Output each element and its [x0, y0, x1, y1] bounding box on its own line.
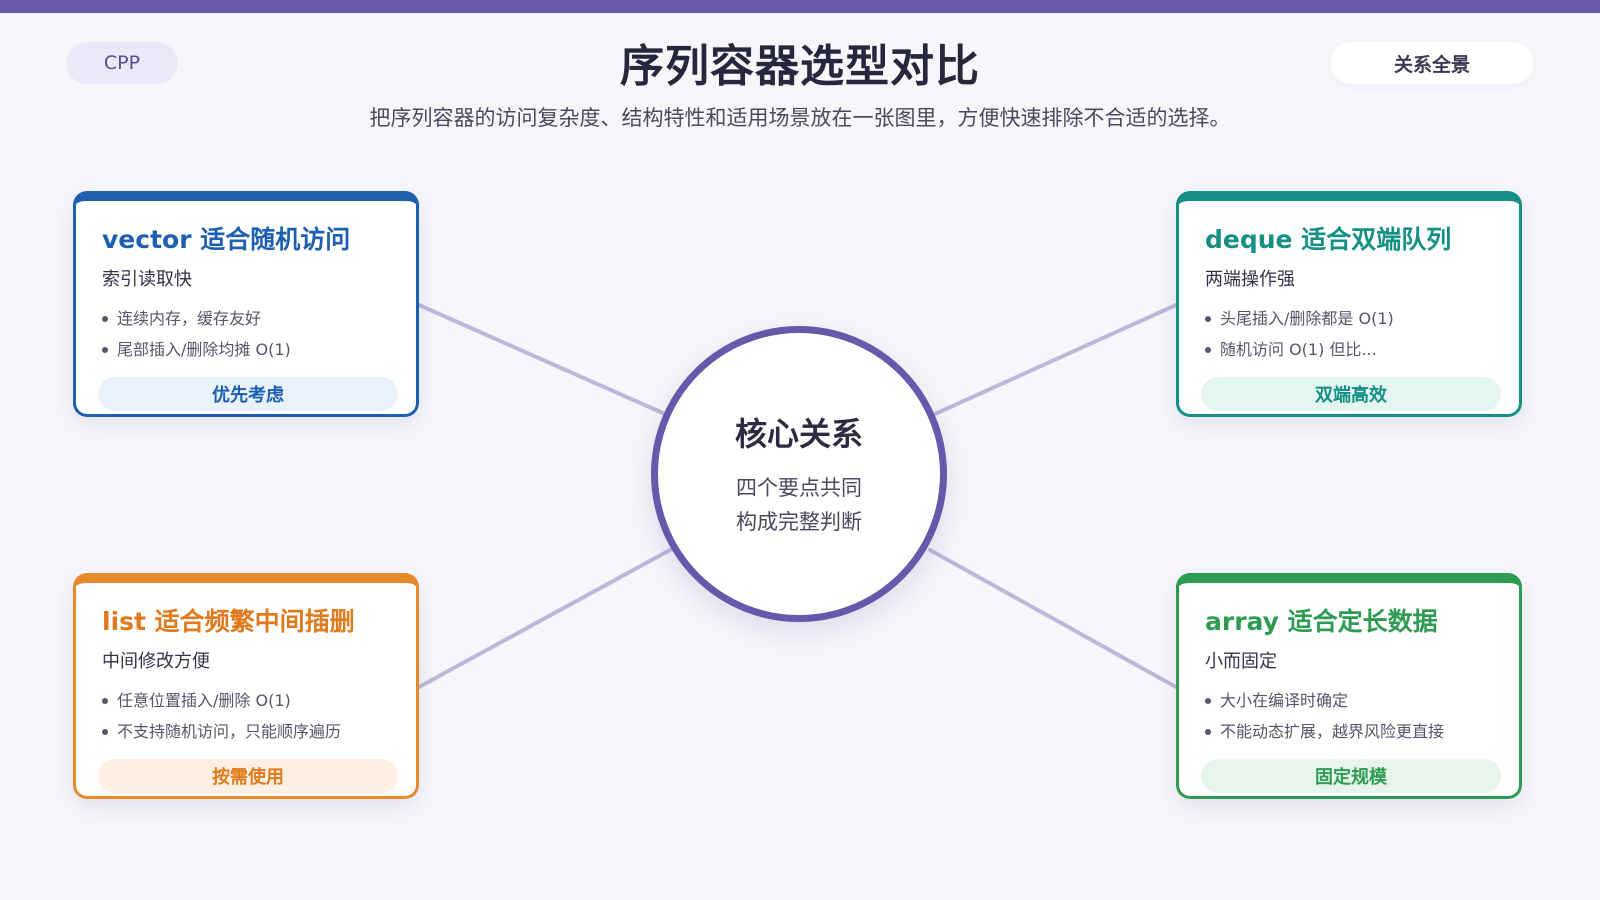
card-bullet: 连续内存，缓存友好: [102, 303, 291, 334]
bullet-dot-icon: [1205, 315, 1211, 322]
card-bullet: 任意位置插入/删除 O(1): [102, 685, 341, 716]
card-array[interactable]: array 适合定长数据 小而固定 大小在编译时确定 不能动态扩展，越界风险更直…: [1176, 573, 1522, 799]
card-badge: 双端高效: [1201, 377, 1501, 411]
language-tag[interactable]: CPP: [66, 42, 178, 84]
card-title: deque 适合双端队列: [1205, 225, 1452, 254]
connector-list: [417, 548, 672, 689]
card-bullet-list: 任意位置插入/删除 O(1) 不支持随机访问，只能顺序遍历: [102, 685, 341, 747]
card-deque[interactable]: deque 适合双端队列 两端操作强 头尾插入/删除都是 O(1) 随机访问 O…: [1176, 191, 1522, 417]
bullet-dot-icon: [1205, 728, 1211, 735]
bullet-dot-icon: [102, 315, 108, 322]
bullet-dot-icon: [1205, 697, 1211, 704]
card-bullet-list: 连续内存，缓存友好 尾部插入/删除均摊 O(1): [102, 303, 291, 365]
page-subtitle: 把序列容器的访问复杂度、结构特性和适用场景放在一张图里，方便快速排除不合适的选择…: [369, 106, 1231, 130]
page-title: 序列容器选型对比: [620, 41, 980, 92]
card-title: array 适合定长数据: [1205, 607, 1438, 636]
bullet-dot-icon: [102, 697, 108, 704]
card-title: list 适合频繁中间插删: [102, 607, 355, 636]
card-subtitle: 索引读取快: [102, 269, 192, 290]
connector-deque: [933, 303, 1178, 416]
card-bullet-text: 连续内存，缓存友好: [117, 309, 262, 328]
hub-line-1: 四个要点共同: [736, 476, 862, 500]
connector-array: [928, 548, 1178, 689]
hub-line-2: 构成完整判断: [736, 510, 862, 534]
card-badge: 按需使用: [98, 759, 398, 793]
card-subtitle: 小而固定: [1205, 651, 1277, 672]
view-mode-button[interactable]: 关系全景: [1330, 42, 1534, 84]
card-subtitle: 两端操作强: [1205, 269, 1295, 290]
card-bullet: 大小在编译时确定: [1205, 685, 1444, 716]
card-bullet-text: 任意位置插入/删除 O(1): [117, 691, 291, 710]
card-bullet: 头尾插入/删除都是 O(1): [1205, 303, 1394, 334]
card-bullet: 尾部插入/删除均摊 O(1): [102, 334, 291, 365]
card-bullet: 不支持随机访问，只能顺序遍历: [102, 716, 341, 747]
bullet-dot-icon: [102, 346, 108, 353]
card-list[interactable]: list 适合频繁中间插删 中间修改方便 任意位置插入/删除 O(1) 不支持随…: [73, 573, 419, 799]
card-subtitle: 中间修改方便: [102, 651, 210, 672]
card-badge: 优先考虑: [98, 377, 398, 411]
card-bullet-list: 头尾插入/删除都是 O(1) 随机访问 O(1) 但比...: [1205, 303, 1394, 365]
card-bullet: 随机访问 O(1) 但比...: [1205, 334, 1394, 365]
bullet-dot-icon: [1205, 346, 1211, 353]
top-accent-bar: [0, 0, 1600, 13]
card-title: vector 适合随机访问: [102, 225, 351, 254]
card-bullet-text: 尾部插入/删除均摊 O(1): [117, 340, 291, 359]
hub-title: 核心关系: [734, 415, 863, 453]
card-bullet-text: 不能动态扩展，越界风险更直接: [1220, 722, 1445, 741]
card-bullet-list: 大小在编译时确定 不能动态扩展，越界风险更直接: [1205, 685, 1444, 747]
card-bullet-text: 随机访问 O(1) 但比...: [1220, 340, 1377, 359]
card-badge: 固定规模: [1201, 759, 1501, 793]
core-relation-hub: 核心关系 四个要点共同 构成完整判断: [651, 326, 947, 622]
bullet-dot-icon: [102, 728, 108, 735]
card-vector[interactable]: vector 适合随机访问 索引读取快 连续内存，缓存友好 尾部插入/删除均摊 …: [73, 191, 419, 417]
card-bullet: 不能动态扩展，越界风险更直接: [1205, 716, 1444, 747]
card-bullet-text: 不支持随机访问，只能顺序遍历: [117, 722, 342, 741]
card-bullet-text: 头尾插入/删除都是 O(1): [1220, 309, 1394, 328]
card-bullet-text: 大小在编译时确定: [1220, 691, 1349, 710]
connector-vector: [417, 303, 667, 416]
